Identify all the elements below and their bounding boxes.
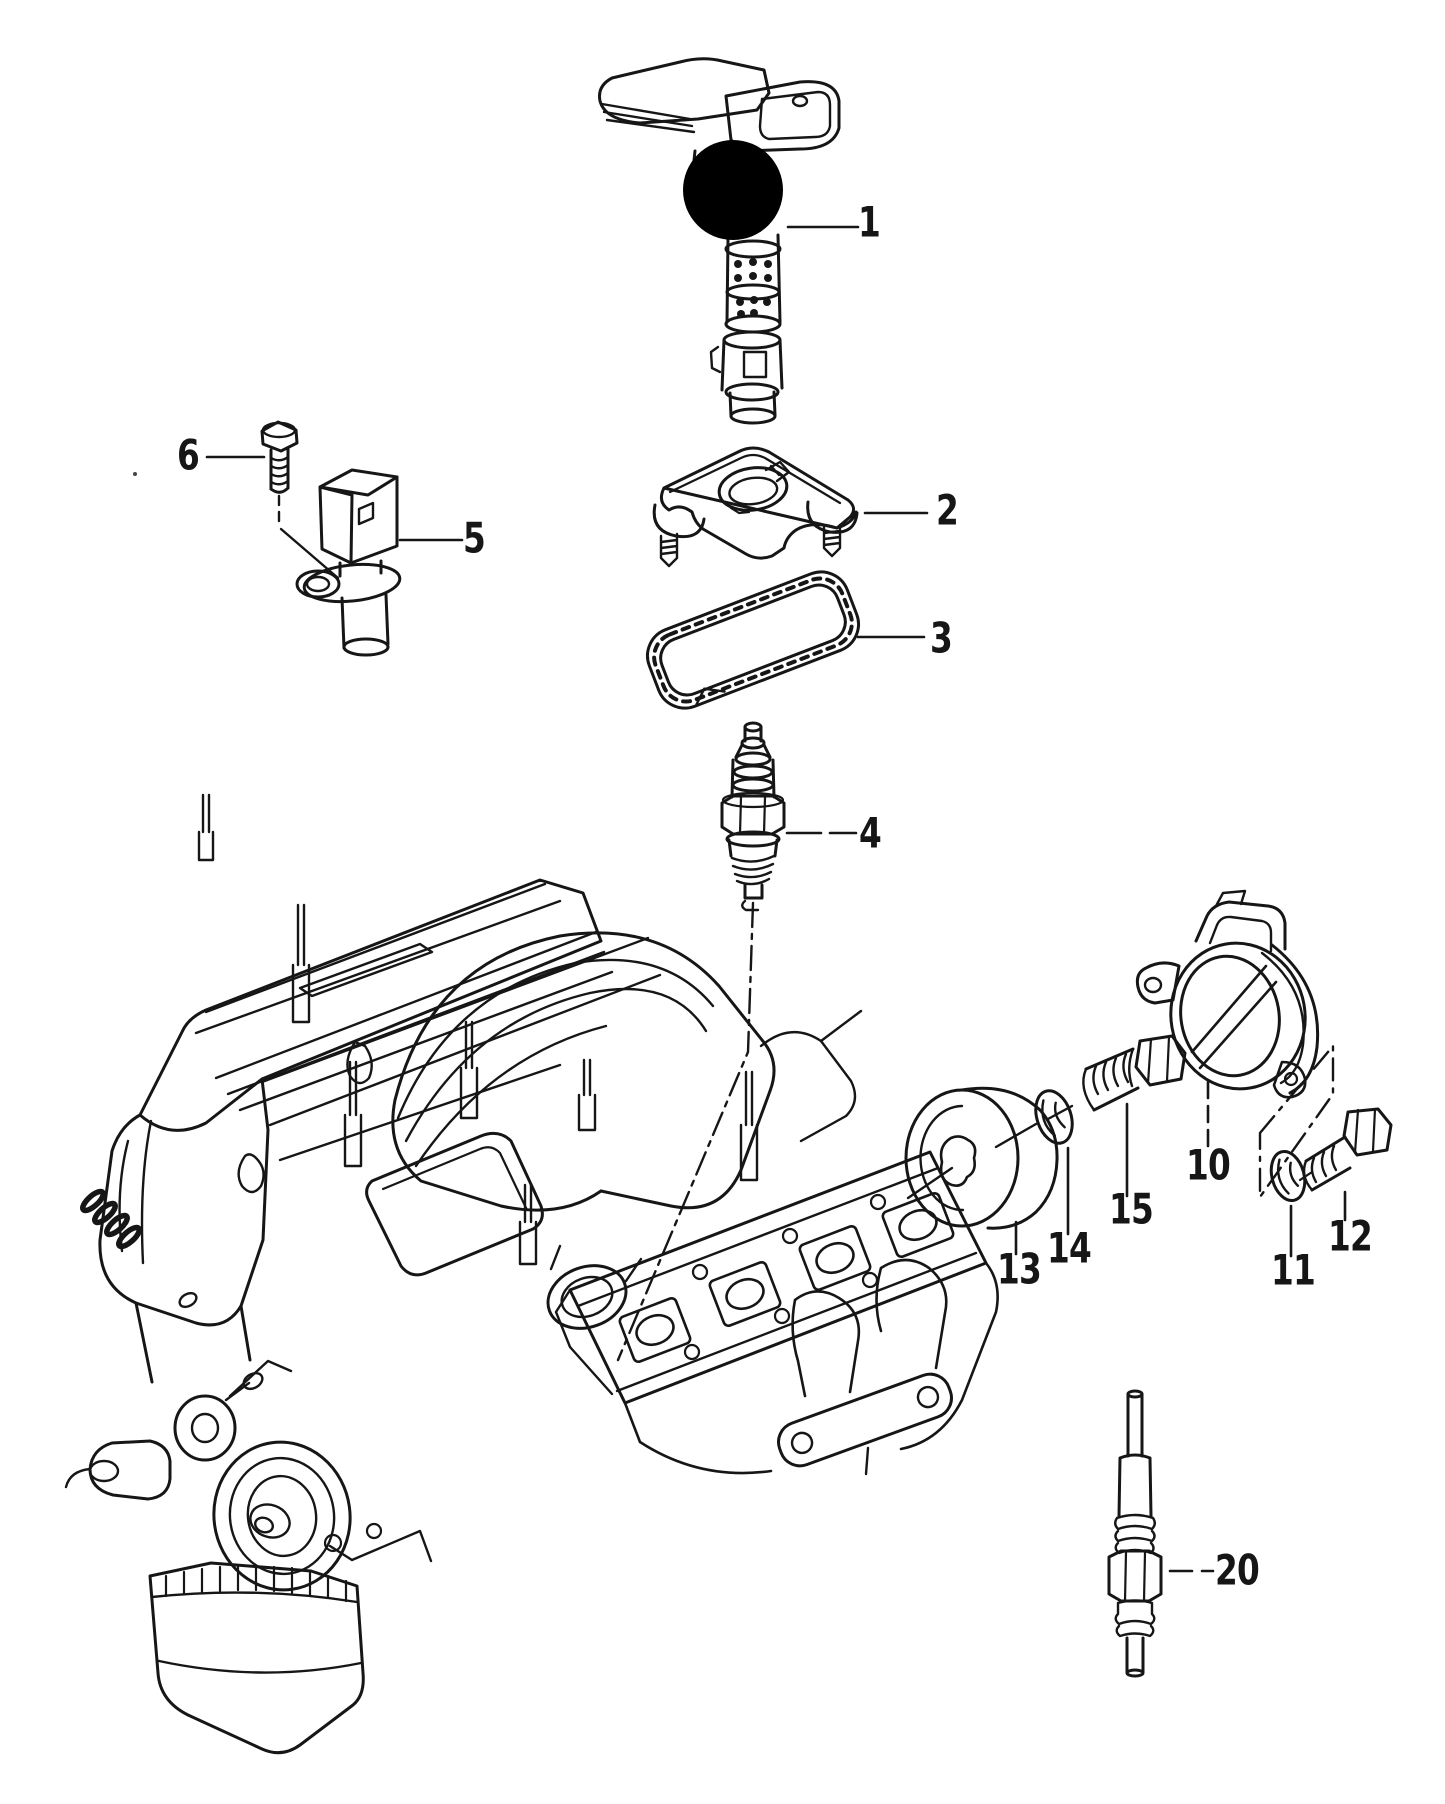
part-10-bracket[interactable] bbox=[1135, 889, 1320, 1100]
callout-1[interactable]: 1 bbox=[857, 197, 881, 247]
callout-2[interactable]: 2 bbox=[935, 485, 959, 535]
assembly-axis-line bbox=[616, 901, 755, 1362]
part-20-glow-plug[interactable] bbox=[1107, 1389, 1163, 1678]
callout-4[interactable]: 4 bbox=[858, 808, 882, 858]
part-2-retainer-plate[interactable] bbox=[652, 446, 859, 568]
callout-11[interactable]: 11 bbox=[1270, 1245, 1316, 1295]
engine-illustration bbox=[64, 793, 999, 1755]
leader-lines bbox=[205, 225, 1347, 1573]
callout-15[interactable]: 15 bbox=[1108, 1184, 1154, 1234]
print-speck bbox=[133, 472, 137, 476]
part-5-sensor[interactable] bbox=[295, 468, 402, 657]
part-14-washer[interactable] bbox=[1029, 1086, 1078, 1148]
assembly-axis-line bbox=[994, 1122, 1038, 1149]
part-6-bolt[interactable] bbox=[260, 420, 340, 580]
assembly-axis-line bbox=[1046, 1104, 1074, 1121]
part-12-bolt[interactable] bbox=[1298, 1107, 1393, 1192]
callout-6[interactable]: 6 bbox=[176, 430, 200, 480]
phantom-box bbox=[1258, 1044, 1335, 1199]
part-4-spark-plug[interactable] bbox=[616, 721, 786, 1362]
callout-14[interactable]: 14 bbox=[1046, 1223, 1092, 1273]
part-1-ignition-coil[interactable] bbox=[598, 57, 841, 425]
callout-5[interactable]: 5 bbox=[462, 513, 486, 563]
part-3-gasket[interactable] bbox=[639, 564, 866, 717]
assembly-axis-line bbox=[1298, 1170, 1314, 1182]
part-11-washer[interactable] bbox=[1266, 1148, 1310, 1205]
part-15-bolt[interactable] bbox=[1046, 1034, 1187, 1121]
assembly-axis-line bbox=[906, 1166, 954, 1200]
selected-part-marker bbox=[683, 140, 783, 240]
callout-3[interactable]: 3 bbox=[929, 613, 953, 663]
callout-20[interactable]: 20 bbox=[1214, 1545, 1260, 1595]
callout-12[interactable]: 12 bbox=[1327, 1211, 1373, 1261]
part-13-damper[interactable] bbox=[904, 1086, 1059, 1230]
callout-10[interactable]: 10 bbox=[1185, 1140, 1231, 1190]
callout-13[interactable]: 13 bbox=[996, 1244, 1042, 1294]
